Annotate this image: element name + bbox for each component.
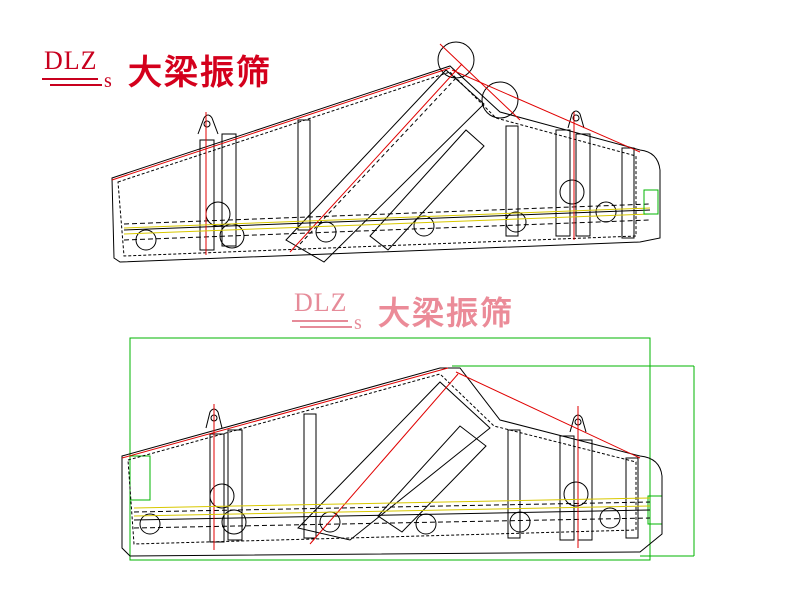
guide-lines-bottom — [133, 497, 651, 517]
frame-marker-top — [643, 189, 659, 215]
logo-mark-text: DLZ — [294, 288, 348, 317]
centerlines-top — [111, 43, 641, 255]
logo-mark-text: DLZ — [44, 46, 98, 75]
dlz-logo-mark: DLZ s — [40, 40, 122, 98]
screen-side-view-bottom — [121, 367, 663, 557]
logo-underline — [42, 78, 98, 80]
logo-mark-sub: s — [104, 70, 112, 92]
dlz-logo-mark: DLZ s — [290, 282, 372, 340]
screen-side-view-top — [111, 41, 661, 263]
centerlines-bottom — [121, 367, 641, 550]
brand-logo-top: DLZ s 大梁振筛 — [40, 40, 272, 98]
logo-underline — [292, 320, 348, 322]
brand-name: 大梁振筛 — [128, 52, 272, 93]
logo-underline — [300, 326, 352, 328]
logo-underline — [50, 84, 102, 86]
guide-lines-top — [123, 207, 651, 235]
brand-name: 大梁振筛 — [378, 294, 515, 332]
logo-mark-sub: s — [354, 312, 362, 334]
brand-logo-watermark: DLZ s 大梁振筛 — [290, 282, 514, 340]
